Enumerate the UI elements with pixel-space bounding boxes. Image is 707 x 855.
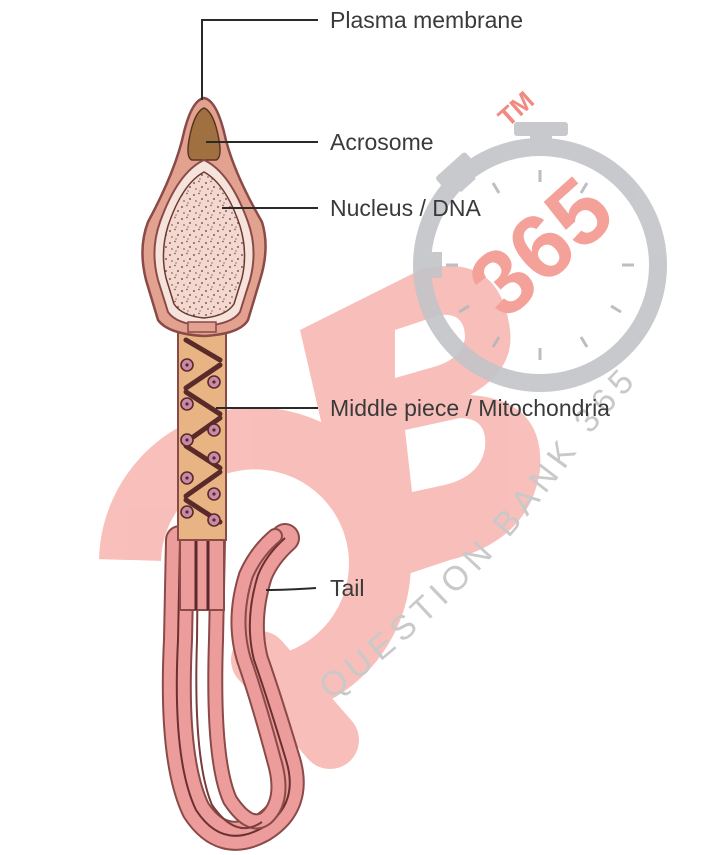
label-tail: Tail xyxy=(330,575,365,601)
label-nucleus: Nucleus / DNA xyxy=(330,195,481,221)
head xyxy=(142,98,265,336)
middle-piece xyxy=(178,328,226,540)
label-acrosome: Acrosome xyxy=(330,129,434,155)
label-middle-piece: Middle piece / Mitochondria xyxy=(330,395,610,421)
tail xyxy=(177,530,290,836)
label-plasma-membrane: Plasma membrane xyxy=(330,7,523,33)
tail-leader xyxy=(266,588,316,590)
plasma-membrane-leader xyxy=(202,20,318,100)
